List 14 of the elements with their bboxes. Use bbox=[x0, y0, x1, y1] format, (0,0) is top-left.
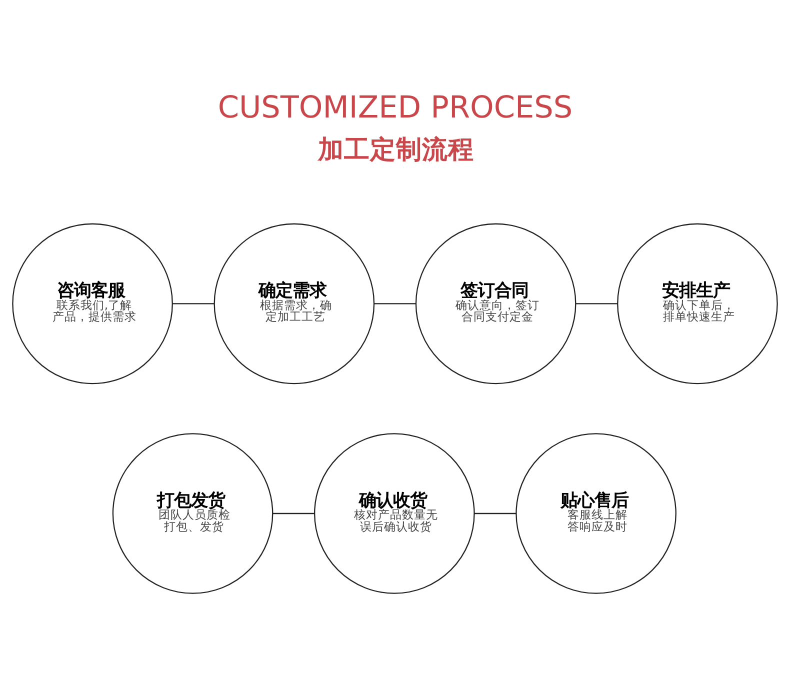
connector bbox=[272, 512, 315, 514]
node-circle: 安排生产 确认下单后，排单快速生产 bbox=[617, 222, 778, 384]
node-circle: 打包发货 团队人员质检打包、发货 bbox=[112, 432, 274, 594]
connector bbox=[374, 302, 416, 304]
label: 加工定制流程 bbox=[318, 134, 474, 165]
node-circle: 确定需求 根据需求，确定加工工艺 bbox=[214, 222, 375, 384]
node-circle: 咨询客服 联系我们,了解产品，提供需求 bbox=[12, 222, 173, 384]
connector bbox=[474, 512, 516, 514]
connector bbox=[576, 302, 618, 304]
node-circle: 贴心售后 客服线上解答响应及时 bbox=[516, 432, 676, 594]
node-circle: 签订合同 确认意向，签订合同支付定金 bbox=[415, 222, 576, 384]
node-circle: 确认收货 核对产品数量无误后确认收货 bbox=[314, 432, 475, 594]
diagram-title: CUSTOMIZED PROCESS bbox=[218, 90, 573, 126]
connector bbox=[172, 302, 214, 304]
